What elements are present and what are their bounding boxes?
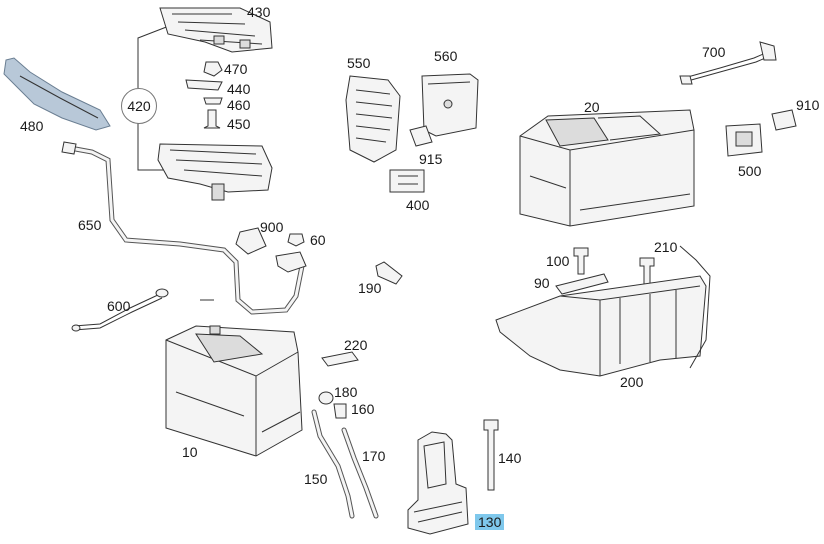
clamp-90[interactable] xyxy=(555,273,609,295)
battery-tray-200[interactable] xyxy=(495,245,711,377)
part-label-20[interactable]: 20 xyxy=(584,99,600,115)
part-label-440[interactable]: 440 xyxy=(227,81,251,97)
part-label-700[interactable]: 700 xyxy=(702,44,726,60)
hose-170[interactable] xyxy=(341,427,379,519)
module-560[interactable] xyxy=(421,73,479,137)
bolt-450[interactable] xyxy=(203,109,221,129)
bolt-100[interactable] xyxy=(573,247,589,275)
bolt-210[interactable] xyxy=(639,257,655,285)
part-label-60[interactable]: 60 xyxy=(310,232,326,248)
cap-180[interactable] xyxy=(318,391,334,405)
part-label-140[interactable]: 140 xyxy=(498,450,522,466)
label-915[interactable] xyxy=(409,125,433,147)
cap-160[interactable] xyxy=(333,403,347,419)
part-label-600[interactable]: 600 xyxy=(107,298,131,314)
part-label-450[interactable]: 450 xyxy=(227,116,251,132)
part-label-210[interactable]: 210 xyxy=(654,239,678,255)
part-label-460[interactable]: 460 xyxy=(227,97,251,113)
part-label-470[interactable]: 470 xyxy=(224,61,248,77)
part-label-190[interactable]: 190 xyxy=(358,280,382,296)
holder-130[interactable] xyxy=(407,431,469,535)
part-label-100[interactable]: 100 xyxy=(546,253,570,269)
part-label-430[interactable]: 430 xyxy=(247,4,271,20)
part-label-915[interactable]: 915 xyxy=(419,151,443,167)
relay-500[interactable] xyxy=(725,123,763,157)
part-label-150[interactable]: 150 xyxy=(304,471,328,487)
part-label-910[interactable]: 910 xyxy=(796,97,820,113)
part-label-400[interactable]: 400 xyxy=(406,197,430,213)
part-label-200[interactable]: 200 xyxy=(620,374,644,390)
part-label-90[interactable]: 90 xyxy=(534,275,550,291)
clip-440[interactable] xyxy=(185,79,223,91)
cover-480[interactable] xyxy=(3,57,111,131)
connector-400[interactable] xyxy=(389,169,425,193)
cable-700[interactable] xyxy=(679,41,777,85)
part-label-220[interactable]: 220 xyxy=(344,337,368,353)
fuse-box-top-430[interactable] xyxy=(159,7,273,53)
nut-470[interactable] xyxy=(203,61,223,77)
part-label-560[interactable]: 560 xyxy=(434,48,458,64)
part-label-160[interactable]: 160 xyxy=(351,401,375,417)
part-label-900[interactable]: 900 xyxy=(260,219,284,235)
part-label-500[interactable]: 500 xyxy=(738,163,762,179)
part-label-550[interactable]: 550 xyxy=(347,55,371,71)
label-910[interactable] xyxy=(771,109,797,131)
plug-190[interactable] xyxy=(375,261,403,285)
callout-420[interactable]: 420 xyxy=(121,88,157,124)
clip-220[interactable] xyxy=(321,351,359,367)
battery-20[interactable] xyxy=(519,109,695,227)
ground-strap-600[interactable] xyxy=(71,288,214,332)
part-label-650[interactable]: 650 xyxy=(78,217,102,233)
cap-900[interactable] xyxy=(235,227,267,255)
cable-650[interactable] xyxy=(61,141,307,315)
part-label-170[interactable]: 170 xyxy=(362,448,386,464)
hose-150[interactable] xyxy=(311,409,355,519)
washer-460[interactable] xyxy=(203,97,223,105)
nut-60[interactable] xyxy=(287,233,305,247)
bolt-140[interactable] xyxy=(483,419,499,491)
part-label-480[interactable]: 480 xyxy=(20,118,44,134)
part-label-130[interactable]: 130 xyxy=(475,514,505,530)
battery-10[interactable] xyxy=(165,325,303,457)
part-label-180[interactable]: 180 xyxy=(334,384,358,400)
fuse-box-base-420[interactable] xyxy=(157,143,273,201)
part-label-10[interactable]: 10 xyxy=(182,444,198,460)
bracket-550[interactable] xyxy=(345,75,401,163)
